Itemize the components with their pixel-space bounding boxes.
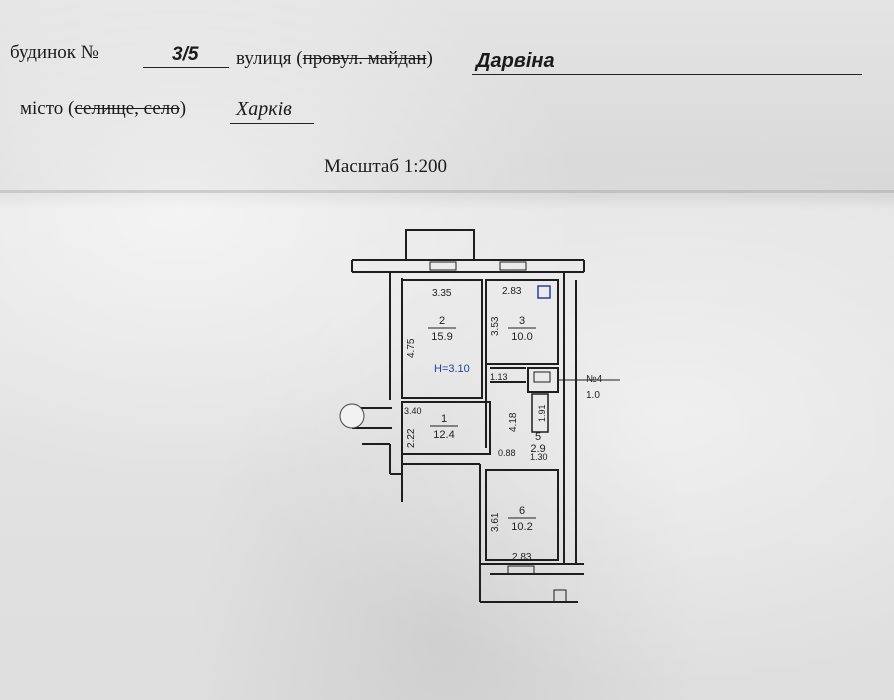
room-3-area: 10.0 — [511, 331, 532, 343]
dim-4-18: 4.18 — [508, 412, 519, 432]
dim-3-61: 3.61 — [490, 512, 501, 532]
dim-3-40: 3.40 — [404, 406, 422, 416]
room-3-number: 3 — [519, 315, 525, 327]
dim-2-83-top: 2.83 — [502, 286, 522, 297]
dim-2-83-bottom: 2.83 — [512, 552, 532, 563]
room-6-area: 10.2 — [511, 521, 532, 533]
dim-1-91: 1.91 — [537, 404, 547, 422]
dim-3-35: 3.35 — [432, 288, 452, 299]
city-underline — [230, 123, 314, 124]
scale-label: Масштаб 1:200 — [324, 156, 448, 177]
dim-0-88: 0.88 — [498, 448, 516, 458]
city-label: місто (селище, село) — [20, 98, 187, 119]
room-6-number: 6 — [519, 505, 525, 517]
floor-plan: Н=3.10 2 15.9 3 10.0 1 12.4 5 2.9 6 10.2… — [339, 229, 620, 603]
house-number: 3/5 — [172, 44, 199, 65]
dim-3-53: 3.53 — [490, 316, 501, 336]
house-label: будинок № — [10, 42, 99, 63]
dim-4-75: 4.75 — [406, 338, 417, 358]
height-note: Н=3.10 — [434, 363, 470, 375]
room-5-area: 2.9 — [530, 443, 545, 455]
balcony — [405, 229, 475, 261]
dim-2-22: 2.22 — [406, 428, 417, 448]
paper-fold — [0, 190, 894, 193]
room-1-area: 12.4 — [433, 429, 454, 441]
house-number-underline — [143, 67, 229, 68]
stove-icon — [537, 285, 551, 299]
room-2-area: 15.9 — [431, 331, 452, 343]
room-5-number: 5 — [535, 431, 541, 443]
city-name: Харків — [236, 98, 292, 120]
street-underline — [472, 74, 862, 75]
entry-4-area: 1.0 — [586, 390, 600, 401]
street-name: Дарвіна — [476, 50, 555, 72]
bathtub — [531, 393, 549, 433]
room-2-number: 2 — [439, 315, 445, 327]
room-1-number: 1 — [441, 413, 447, 425]
dim-1-13: 1.13 — [490, 372, 508, 382]
street-label: вулиця (провул. майдан) — [236, 48, 433, 69]
entry-4-label: №4 — [586, 374, 603, 385]
dim-1-30: 1.30 — [530, 452, 548, 462]
